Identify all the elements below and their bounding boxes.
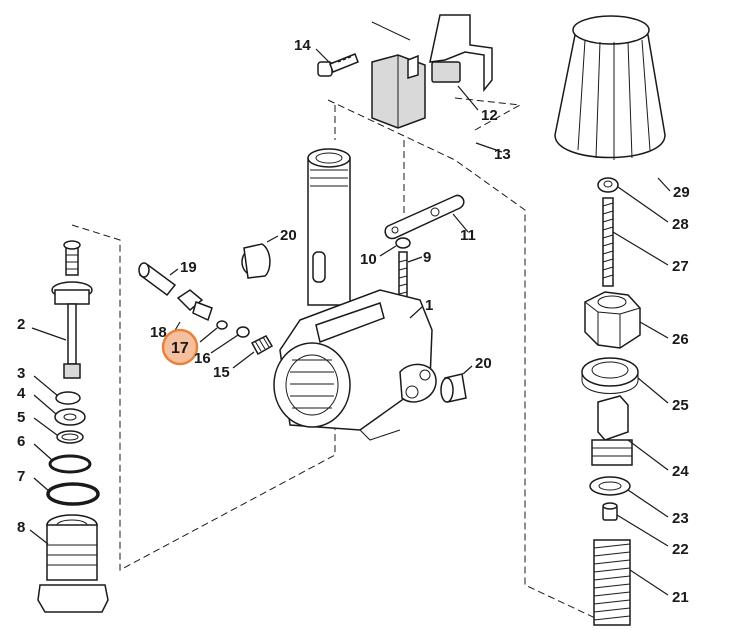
label-3: 3	[17, 365, 25, 382]
label-25: 25	[672, 397, 689, 414]
label-6: 6	[17, 433, 25, 450]
assembly-guides	[71, 97, 611, 626]
label-21: 21	[672, 589, 689, 606]
label-20-upper: 20	[280, 227, 297, 244]
label-9: 9	[423, 249, 431, 266]
label-18: 18	[150, 324, 167, 341]
part-14-screw	[317, 53, 359, 77]
part-13-bracket	[371, 54, 426, 129]
label-24: 24	[672, 463, 689, 480]
label-27: 27	[672, 258, 689, 275]
label-1: 1	[425, 297, 433, 314]
label-19: 19	[180, 259, 197, 276]
part-22-pin	[602, 502, 618, 521]
part-20-plug-upper	[241, 243, 271, 279]
part-26-hex-nut	[584, 291, 641, 349]
part-10-washer	[395, 237, 411, 249]
part-4-washer	[54, 408, 86, 426]
part-17-o-ring	[216, 320, 228, 330]
highlight-part-17	[161, 328, 199, 366]
part-3-circlip	[55, 391, 81, 405]
label-22: 22	[672, 541, 689, 558]
label-11: 11	[460, 227, 476, 244]
part-7-o-ring	[46, 482, 100, 506]
label-14: 14	[294, 37, 311, 54]
part-1-pump-body	[273, 148, 437, 441]
part-27-rod	[602, 197, 614, 287]
part-20-plug-right	[440, 373, 467, 403]
part-6-o-ring	[48, 454, 92, 474]
label-5: 5	[17, 409, 25, 426]
label-13: 13	[494, 146, 511, 163]
label-2: 2	[17, 316, 25, 333]
part-11-lever	[384, 194, 465, 240]
part-23-washer	[589, 476, 631, 496]
label-7: 7	[17, 468, 25, 485]
part-labels: 14 12 13 29 28 27 26 25 24 23 22 21 11 1…	[17, 37, 690, 606]
part-16-ring	[236, 326, 250, 338]
part-19-sleeve	[138, 262, 177, 297]
part-29-cap	[554, 15, 666, 160]
label-20-right: 20	[475, 355, 492, 372]
label-10: 10	[360, 251, 377, 268]
label-16: 16	[194, 350, 211, 367]
part-25-ring	[581, 357, 639, 394]
part-2-valve-stem	[51, 240, 93, 379]
part-8-housing	[37, 514, 109, 613]
label-28: 28	[672, 216, 689, 233]
label-12: 12	[481, 107, 498, 124]
part-24-valve-body	[591, 395, 633, 466]
part-12-switch	[371, 14, 493, 93]
leader-lines	[29, 48, 671, 596]
part-21-spring	[593, 539, 631, 626]
label-29: 29	[673, 184, 690, 201]
part-15-spring	[250, 335, 274, 356]
label-4: 4	[17, 385, 26, 402]
part-18-fitting	[176, 289, 213, 322]
part-5-o-ring	[56, 430, 84, 444]
label-15: 15	[213, 364, 230, 381]
label-17: 17	[171, 340, 189, 357]
label-26: 26	[672, 331, 689, 348]
label-23: 23	[672, 510, 689, 527]
label-8: 8	[17, 519, 25, 536]
part-28-nut	[597, 177, 619, 193]
